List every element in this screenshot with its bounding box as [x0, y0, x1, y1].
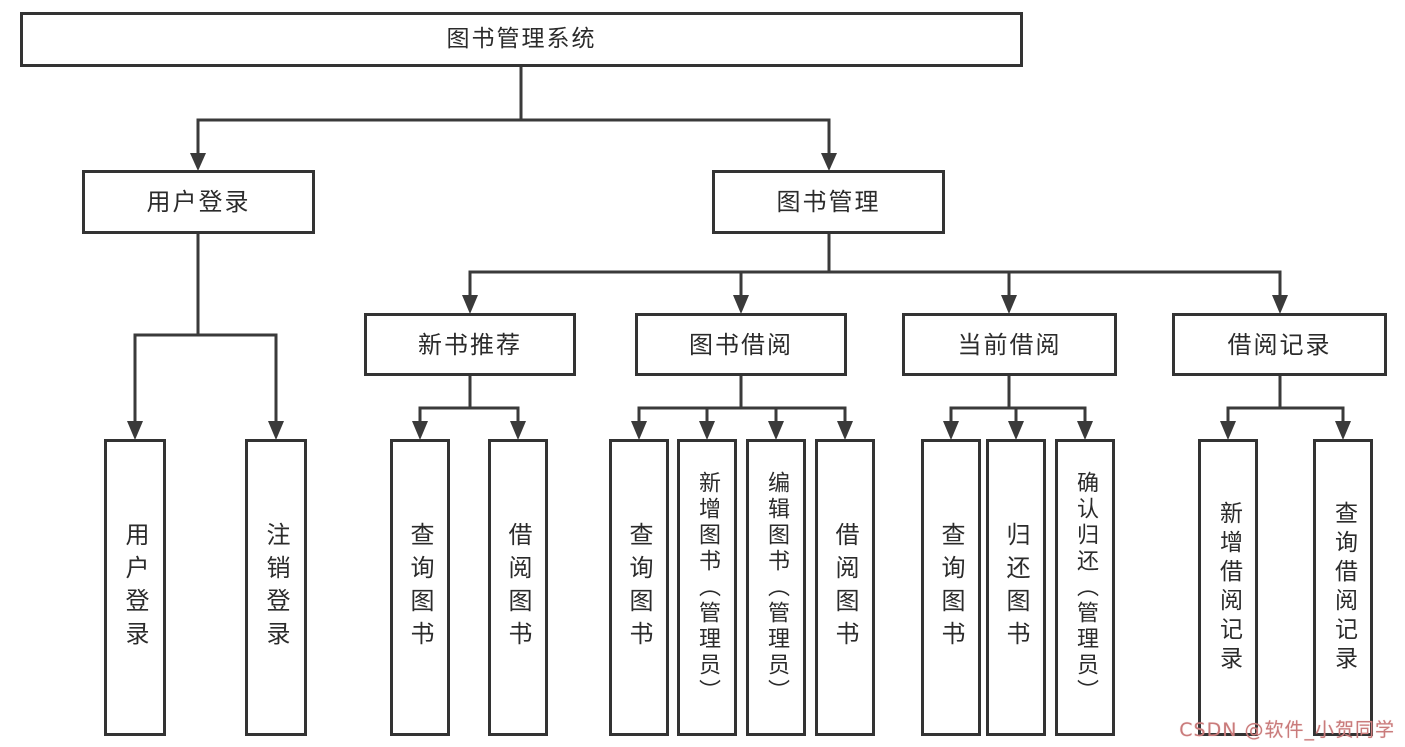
- leaf-borrow-books-recommend: 借阅图书: [488, 439, 548, 736]
- leaf-add-books-admin: 新增图书（管理员）: [677, 439, 737, 736]
- leaf-query-borrow-record: 查询借阅记录: [1313, 439, 1373, 736]
- node-current-borrow: 当前借阅: [902, 313, 1117, 376]
- leaf-add-borrow-record: 新增借阅记录: [1198, 439, 1258, 736]
- connector-new-book-children: [412, 376, 526, 440]
- node-user-login-branch: 用户登录: [82, 170, 315, 234]
- leaf-edit-books-admin: 编辑图书（管理员）: [746, 439, 806, 736]
- leaf-confirm-return-admin: 确认归还（管理员）: [1055, 439, 1115, 736]
- leaf-user-login: 用户登录: [104, 439, 166, 736]
- connector-current-borrow-children: [943, 376, 1093, 440]
- connector-user-login-children: [127, 234, 284, 440]
- leaf-query-books-recommend: 查询图书: [390, 439, 450, 736]
- node-book-borrow: 图书借阅: [635, 313, 847, 376]
- node-borrow-records: 借阅记录: [1172, 313, 1387, 376]
- connector-book-management-children: [462, 234, 1288, 314]
- leaf-return-books: 归还图书: [986, 439, 1046, 736]
- leaf-logout-login: 注销登录: [245, 439, 307, 736]
- connector-borrow-record-children: [1220, 376, 1351, 440]
- leaf-query-books-borrow: 查询图书: [609, 439, 669, 736]
- connector-book-borrow-children: [631, 376, 853, 440]
- leaf-query-books-current: 查询图书: [921, 439, 981, 736]
- connector-root-to-children: [190, 67, 837, 171]
- leaf-borrow-books: 借阅图书: [815, 439, 875, 736]
- node-library-management-system: 图书管理系统: [20, 12, 1023, 67]
- node-book-management-branch: 图书管理: [712, 170, 945, 234]
- csdn-watermark: CSDN @软件_小贺同学: [1179, 719, 1395, 741]
- node-new-book-recommend: 新书推荐: [364, 313, 576, 376]
